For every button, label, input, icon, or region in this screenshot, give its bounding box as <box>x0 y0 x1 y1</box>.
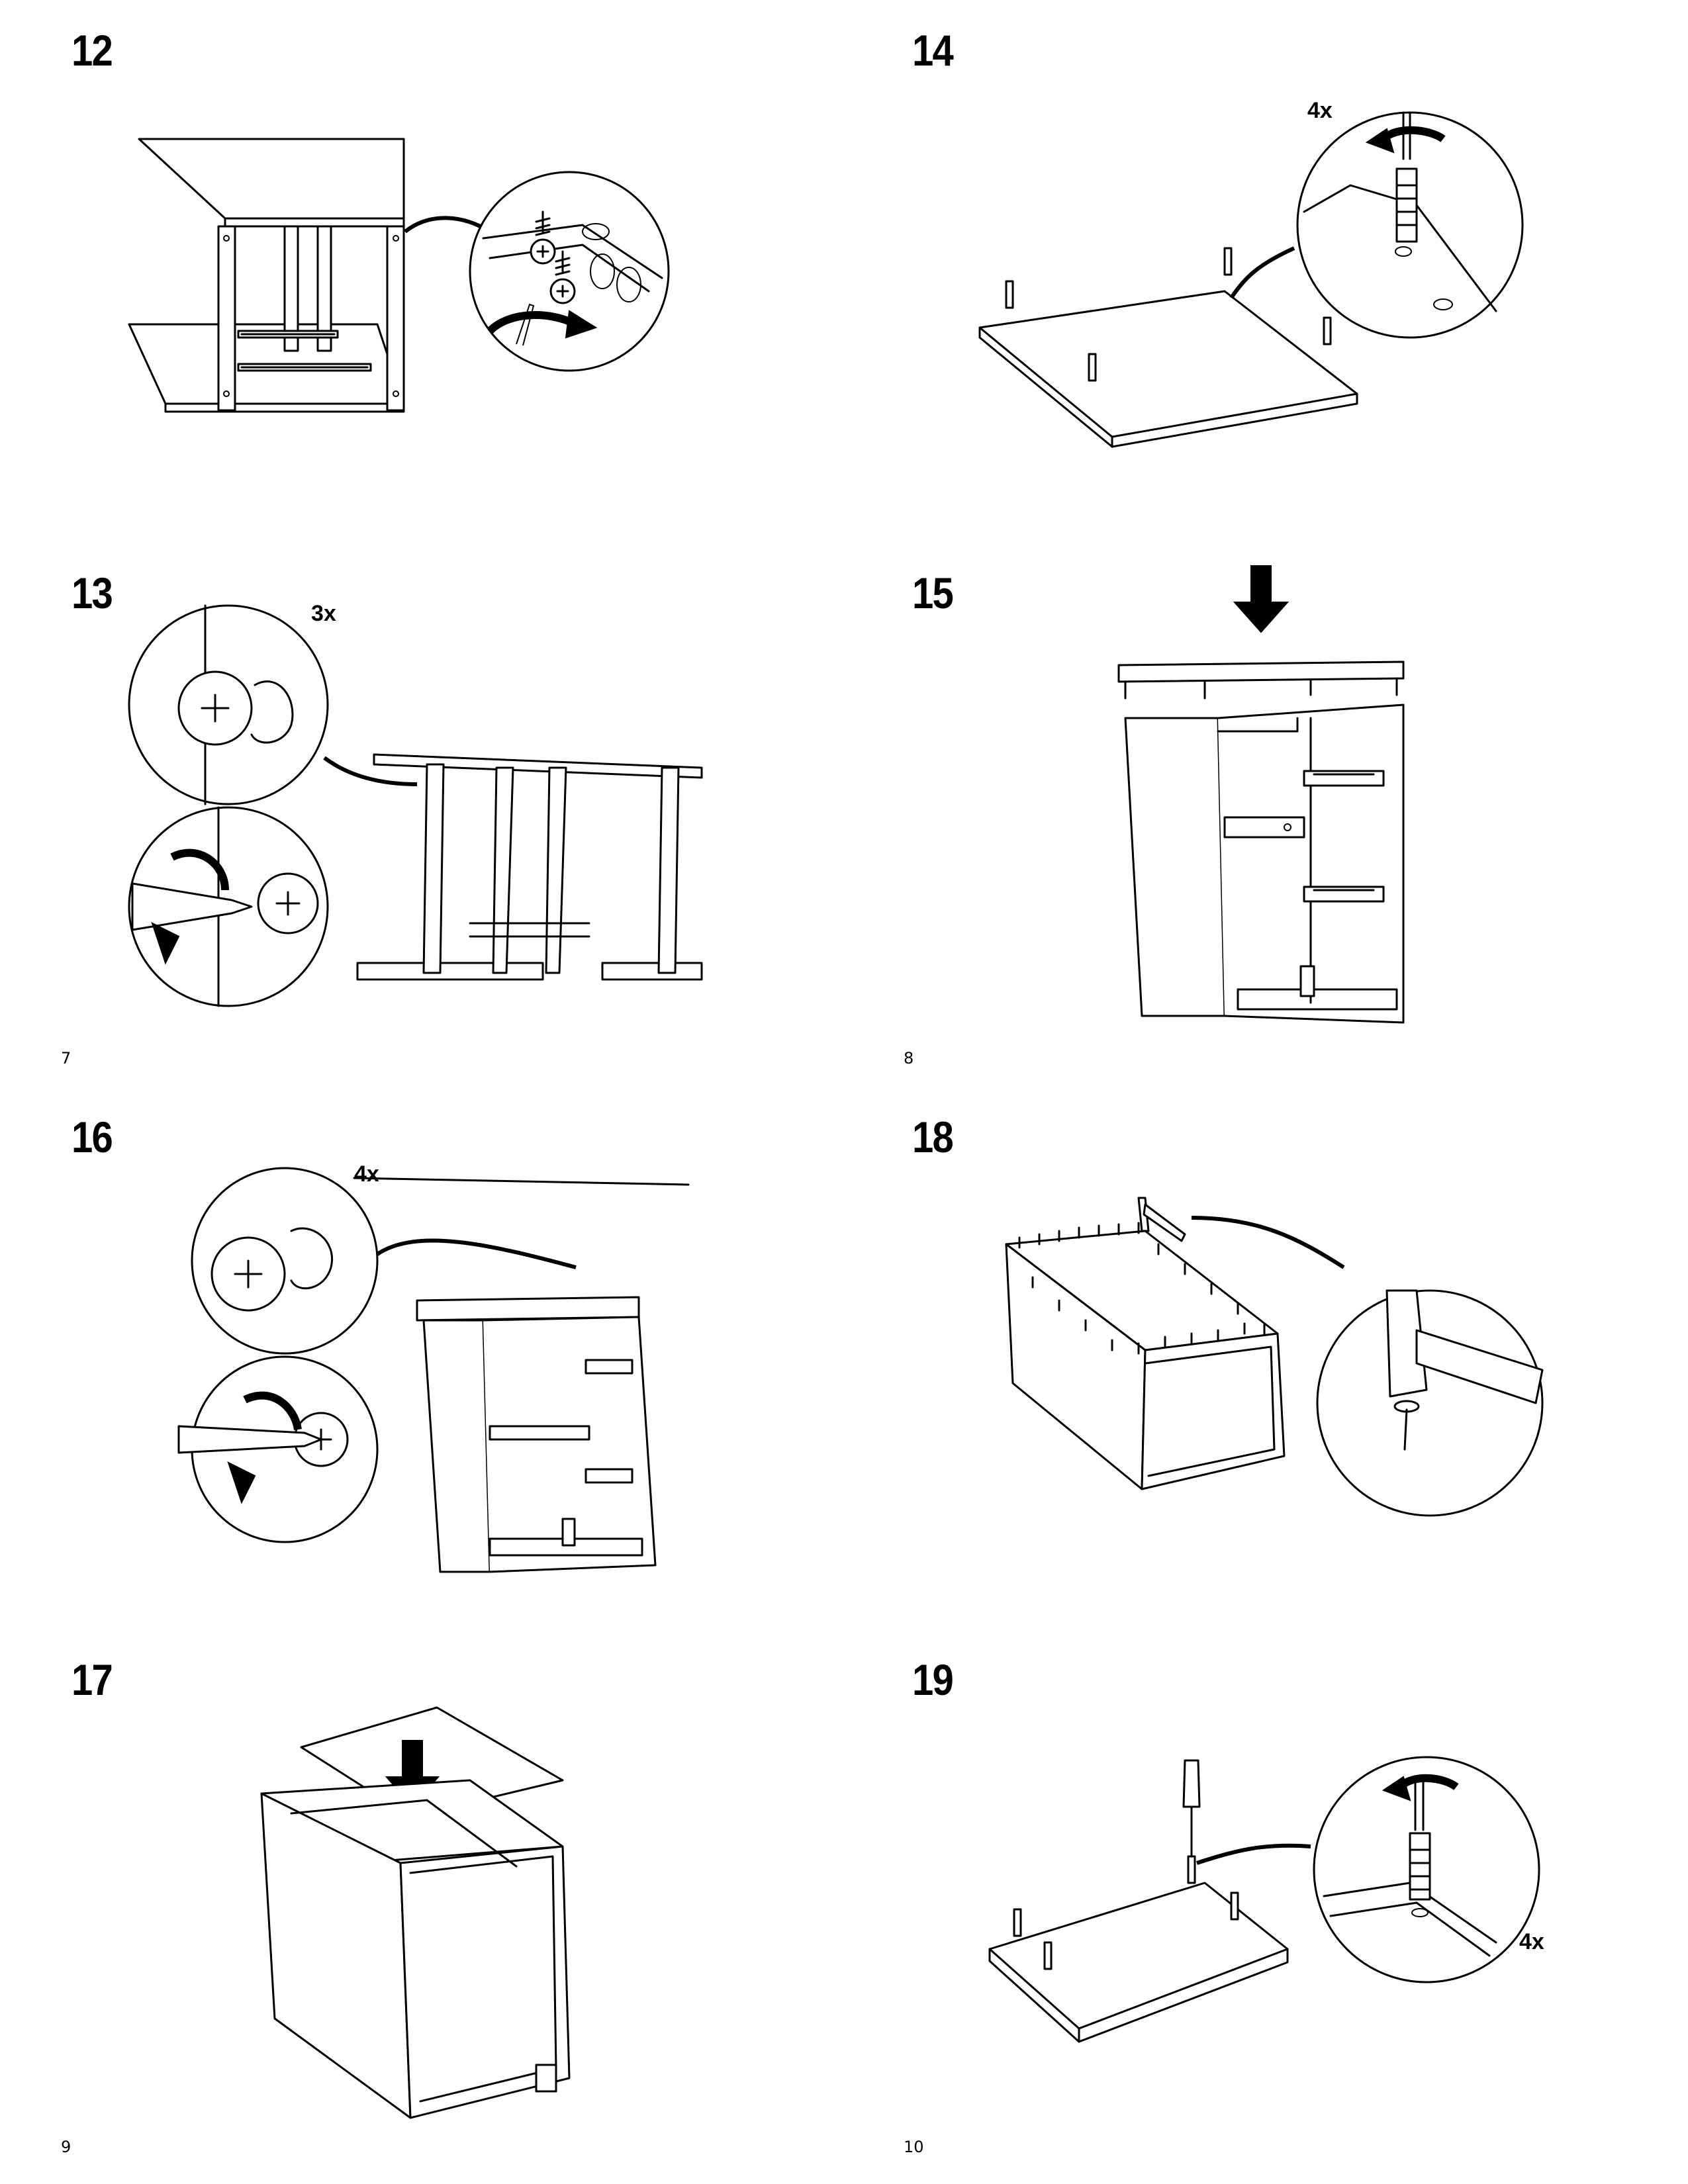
screwdriver-icon <box>516 303 535 346</box>
step-number-12: 12 <box>71 26 113 75</box>
step-19-quantity: 4x <box>1519 1929 1544 1954</box>
step-number-14: 14 <box>912 26 954 75</box>
rotate-arrow-icon <box>1365 126 1446 154</box>
nail-icon <box>1393 1400 1420 1451</box>
step-14-illustration <box>978 99 1562 470</box>
page-number-9: 9 <box>61 2138 71 2156</box>
page-number-8: 8 <box>904 1049 914 1068</box>
dowel-icon <box>1013 1855 1239 1970</box>
page-number-10: 10 <box>904 2138 924 2156</box>
step-19-illustration <box>986 1751 1556 2068</box>
rotate-arrow-icon <box>487 310 598 339</box>
arrow-down-icon <box>1233 565 1289 633</box>
step-18-illustration <box>993 1191 1549 1542</box>
step-number-15: 15 <box>912 569 954 617</box>
rotate-arrow-icon <box>151 848 229 965</box>
step-number-17: 17 <box>71 1655 113 1704</box>
screwdriver-icon <box>1402 111 1411 160</box>
dowel-icon <box>1395 167 1418 243</box>
screwdriver-icon <box>131 882 253 931</box>
rotate-arrow-icon <box>227 1391 302 1504</box>
hammer-icon <box>1385 1289 1544 1404</box>
cam-lock-icon <box>177 670 294 746</box>
step-15-illustration <box>1117 565 1436 1029</box>
step-number-19: 19 <box>912 1655 954 1704</box>
step-12-illustration <box>119 132 715 437</box>
nail-icon <box>1018 1222 1266 1355</box>
screwdriver-icon <box>177 1425 322 1454</box>
screwdriver-icon <box>1414 1776 1425 1831</box>
step-13-illustration <box>126 604 755 1186</box>
cam-lock-icon <box>211 1227 333 1312</box>
hammer-icon <box>1137 1197 1186 1242</box>
cam-lock-icon <box>257 872 319 934</box>
step-number-13: 13 <box>71 569 113 617</box>
step-16-quantity: 4x <box>354 1161 379 1187</box>
screwdriver-icon <box>1182 1759 1201 1858</box>
page-number-7: 7 <box>61 1049 71 1068</box>
step-16-illustration <box>177 1167 682 1585</box>
dowel-icon <box>1005 247 1332 382</box>
rotate-arrow-icon <box>1382 1774 1459 1801</box>
step-number-16: 16 <box>71 1113 113 1161</box>
step-number-18: 18 <box>912 1113 954 1161</box>
screw-icon <box>530 210 576 304</box>
step-13-quantity: 3x <box>311 601 336 626</box>
step-14-quantity: 4x <box>1307 98 1333 123</box>
dowel-icon <box>1409 1832 1431 1917</box>
step-17-illustration <box>252 1706 596 2131</box>
